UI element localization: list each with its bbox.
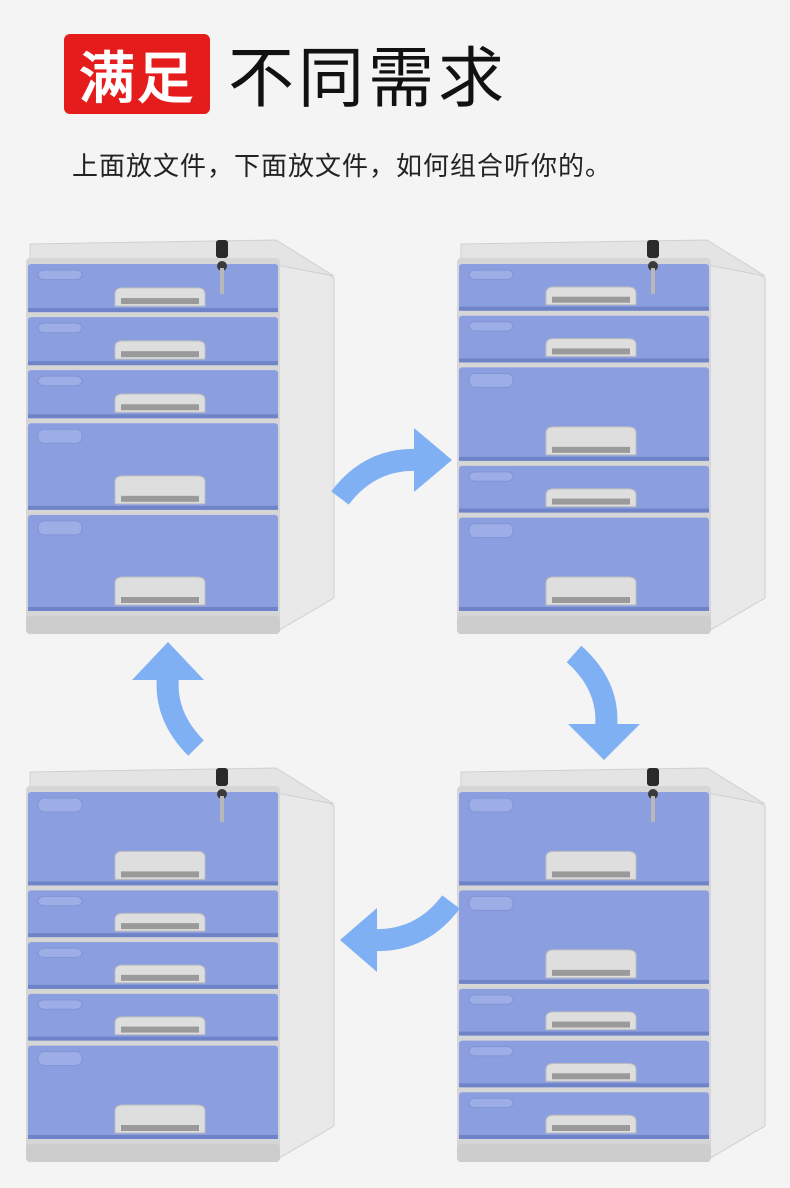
drawer-small[interactable] (459, 315, 709, 363)
cabinet-drawing (457, 767, 766, 1162)
cabinet-bottom-left (24, 766, 340, 1166)
cabinet-drawing (26, 767, 335, 1162)
header-badge: 满足 (64, 34, 210, 114)
drawer-small[interactable] (28, 264, 278, 313)
drawer-small[interactable] (459, 988, 709, 1036)
drawer-small[interactable] (459, 1092, 709, 1139)
drawer-small[interactable] (28, 890, 278, 938)
drawer-small[interactable] (28, 370, 278, 419)
drawer-large[interactable] (28, 792, 278, 886)
cabinet-side-panel (706, 771, 766, 1161)
drawer-large[interactable] (28, 1045, 278, 1139)
arrow-down-icon (566, 646, 640, 760)
cabinet-drawing (26, 239, 335, 634)
drawer-small[interactable] (459, 465, 709, 513)
drawer-large[interactable] (459, 792, 709, 886)
arrow-right-icon (331, 428, 452, 505)
drawer-large[interactable] (459, 367, 709, 461)
cabinet-side-panel (706, 243, 766, 633)
drawer-small[interactable] (459, 1040, 709, 1088)
drawer-medium[interactable] (28, 423, 278, 510)
badge-text: 满足 (79, 46, 195, 112)
cabinet-base (26, 1144, 280, 1162)
drawer-small[interactable] (28, 317, 278, 366)
cabinet-side-panel (275, 243, 335, 633)
lock-key-icon[interactable] (647, 240, 659, 294)
cabinet-base (457, 616, 711, 634)
cabinet-bottom-right (455, 766, 771, 1166)
cabinet-side-panel (275, 771, 335, 1161)
subtitle: 上面放文件，下面放文件，如何组合听你的。 (72, 152, 613, 182)
cabinet-base (26, 616, 280, 634)
drawer-small[interactable] (28, 993, 278, 1041)
arrow-left-icon (340, 895, 460, 972)
drawer-small[interactable] (28, 942, 278, 989)
cabinet-base (457, 1144, 711, 1162)
headline: 不同需求 (228, 40, 508, 117)
lock-key-icon[interactable] (647, 768, 659, 822)
lock-key-icon[interactable] (216, 240, 228, 294)
cabinet-drawing (457, 239, 766, 634)
drawer-small[interactable] (459, 264, 709, 311)
arrow-up-icon (132, 642, 204, 756)
cabinet-top-left (24, 238, 340, 638)
drawer-large[interactable] (459, 517, 709, 611)
drawer-large[interactable] (459, 890, 709, 984)
lock-key-icon[interactable] (216, 768, 228, 822)
cabinet-top-right (455, 238, 771, 638)
drawer-large[interactable] (28, 514, 278, 611)
